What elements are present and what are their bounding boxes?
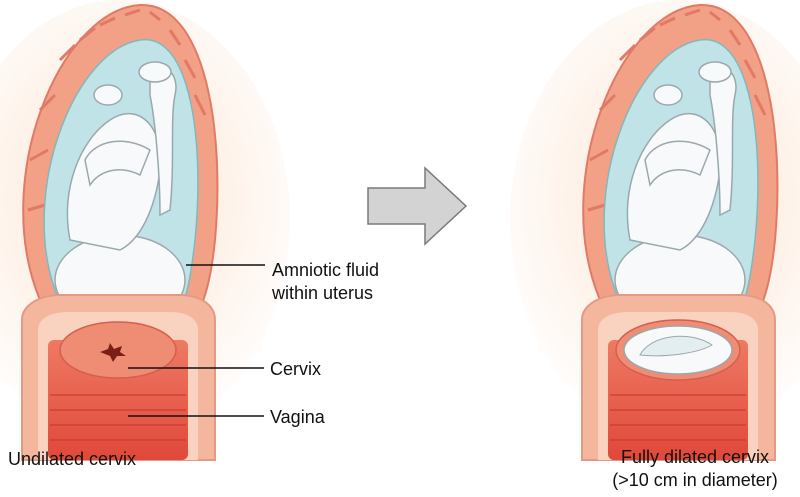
dilated-caption: Fully dilated cervix (>10 cm in diameter… [600,446,790,492]
dilated-caption-line2: (>10 cm in diameter) [612,470,778,490]
fetal-head-visible [639,335,713,357]
undilated-caption: Undilated cervix [8,449,137,469]
dilated-caption-line1: Fully dilated cervix [620,447,770,467]
vagina-label: Vagina [270,407,325,427]
cervix-label: Cervix [270,359,322,379]
amniotic-label-line1: Amniotic fluid [272,260,380,280]
undilated-uterus-illustration [0,0,290,461]
amniotic-fluid-label: Amniotic fluid within uterus [272,259,379,305]
amniotic-label-line2: within uterus [272,283,374,303]
vaginal-folds [50,394,186,441]
dilated-uterus-illustration [510,0,800,461]
vaginal-folds [610,394,746,441]
transition-arrow [367,166,468,246]
muscle-stripes [587,8,767,212]
muscle-stripes [27,8,207,212]
closed-os [100,343,126,362]
